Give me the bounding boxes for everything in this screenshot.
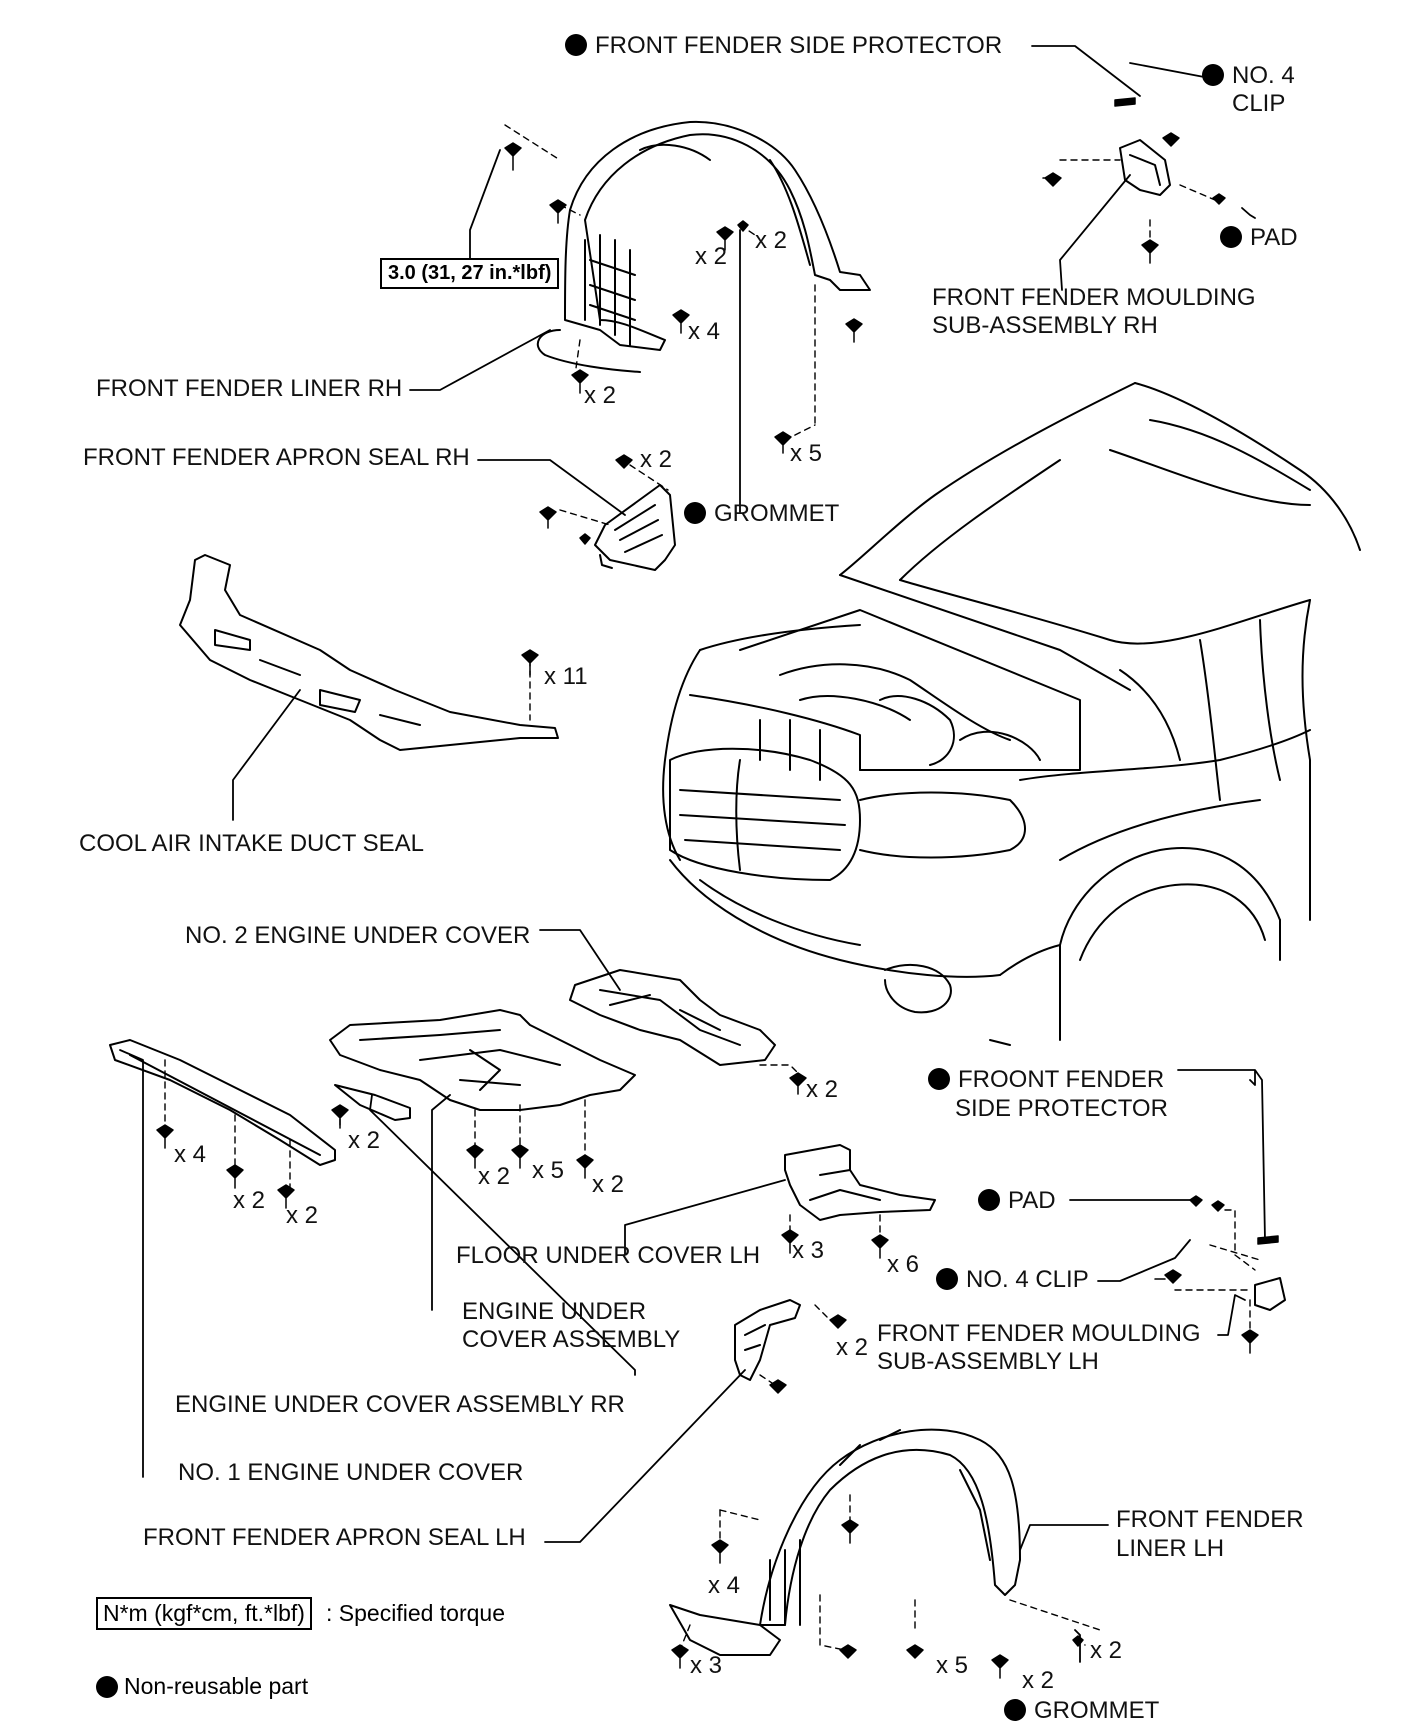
label-front-fender-liner-rh: FRONT FENDER LINER RH bbox=[96, 375, 403, 402]
no2-engine-under-cover bbox=[569, 969, 776, 1066]
label-front-fender-moulding-lh-2: SUB-ASSEMBLY LH bbox=[877, 1348, 1099, 1375]
no1-engine-under-cover bbox=[109, 1039, 336, 1166]
nonreusable-icon bbox=[936, 1268, 958, 1290]
label-text: PAD bbox=[1250, 224, 1298, 251]
label-text: PAD bbox=[1008, 1187, 1056, 1214]
label-floor-under-cover-lh: FLOOR UNDER COVER LH bbox=[456, 1242, 761, 1269]
cool-air-intake-duct-seal bbox=[179, 554, 559, 751]
dashed-lines bbox=[164, 124, 1261, 1651]
label-front-fender-liner-lh-1: FRONT FENDER bbox=[1116, 1506, 1304, 1533]
label-text: GROMMET bbox=[1034, 1697, 1160, 1724]
qty-callout: x 11 bbox=[544, 663, 588, 690]
label-front-fender-moulding-rh-1: FRONT FENDER MOULDING bbox=[932, 284, 1256, 311]
label-engine-under-cover-assembly-rr: ENGINE UNDER COVER ASSEMBLY RR bbox=[175, 1391, 625, 1418]
label-front-fender-apron-seal-lh: FRONT FENDER APRON SEAL LH bbox=[143, 1524, 526, 1551]
qty-callout: x 2 bbox=[348, 1127, 381, 1154]
qty-callout: x 2 bbox=[233, 1187, 266, 1214]
front-fender-apron-seal-rh bbox=[594, 484, 676, 571]
label-grommet-mid: GROMMET bbox=[684, 500, 839, 528]
front-fender-liner-rh bbox=[536, 120, 871, 373]
label-no4-clip-top-line2: CLIP bbox=[1232, 90, 1286, 117]
qty-callout: x 4 bbox=[688, 318, 721, 345]
qty-callout: x 6 bbox=[887, 1251, 920, 1278]
label-pad-top: PAD bbox=[1220, 224, 1298, 252]
label-no4-clip-low: NO. 4 CLIP bbox=[936, 1266, 1089, 1294]
nonreusable-icon bbox=[1004, 1699, 1026, 1721]
label-front-fender-liner-lh-2: LINER LH bbox=[1116, 1535, 1225, 1562]
qty-callout: x 2 bbox=[592, 1171, 625, 1198]
label-front-fender-apron-seal-rh: FRONT FENDER APRON SEAL RH bbox=[83, 444, 470, 471]
qty-callout: x 2 bbox=[286, 1202, 319, 1229]
qty-callout: x 3 bbox=[792, 1237, 825, 1264]
label-no4-clip-top: NO. 4 bbox=[1202, 62, 1295, 90]
label-text: FROONT FENDER bbox=[958, 1066, 1165, 1093]
vehicle-illustration bbox=[662, 382, 1361, 1046]
qty-callout: x 3 bbox=[690, 1652, 723, 1679]
legend-torque-unit: N*m (kgf*cm, ft.*lbf) bbox=[96, 1597, 312, 1630]
qty-callout: x 5 bbox=[936, 1652, 969, 1679]
label-text: NO. 4 CLIP bbox=[966, 1266, 1089, 1293]
torque-value-box: 3.0 (31, 27 in.*lbf) bbox=[380, 258, 560, 289]
leader-lines bbox=[119, 45, 1266, 1663]
nonreusable-icon bbox=[978, 1189, 1000, 1211]
label-froont-fender-side-protector: FROONT FENDER bbox=[928, 1066, 1164, 1094]
label-grommet-bottom: GROMMET bbox=[1004, 1697, 1159, 1725]
qty-callout: x 2 bbox=[478, 1163, 511, 1190]
front-fender-moulding-lh bbox=[1254, 1277, 1286, 1311]
floor-under-cover-lh bbox=[784, 1144, 936, 1221]
engine-under-cover-assembly bbox=[329, 1009, 636, 1111]
label-text: FRONT FENDER SIDE PROTECTOR bbox=[595, 32, 1003, 59]
fasteners bbox=[156, 97, 1279, 1679]
qty-callout: x 2 bbox=[836, 1334, 869, 1361]
engine-under-cover-assembly-rr bbox=[334, 1084, 411, 1121]
nonreusable-icon bbox=[928, 1068, 950, 1090]
label-front-fender-side-protector-top: FRONT FENDER SIDE PROTECTOR bbox=[565, 32, 1002, 60]
label-no1-engine-under-cover: NO. 1 ENGINE UNDER COVER bbox=[178, 1459, 524, 1486]
qty-callout: x 2 bbox=[640, 446, 673, 473]
qty-callout: x 2 bbox=[695, 243, 728, 270]
label-engine-under-cover-assembly-1: ENGINE UNDER bbox=[462, 1298, 647, 1325]
label-cool-air-intake-duct-seal: COOL AIR INTAKE DUCT SEAL bbox=[79, 830, 424, 857]
nonreusable-icon bbox=[684, 502, 706, 524]
legend-torque-description: : Specified torque bbox=[326, 1600, 506, 1626]
front-fender-moulding-rh bbox=[1119, 139, 1171, 196]
nonreusable-icon bbox=[1220, 226, 1242, 248]
qty-callout: x 2 bbox=[1022, 1667, 1055, 1694]
qty-callout: x 5 bbox=[532, 1157, 565, 1184]
front-fender-apron-seal-lh bbox=[734, 1299, 801, 1381]
nonreusable-icon bbox=[1202, 64, 1224, 86]
label-front-fender-moulding-lh-1: FRONT FENDER MOULDING bbox=[877, 1320, 1201, 1347]
qty-callout: x 2 bbox=[1090, 1637, 1123, 1664]
label-no2-engine-under-cover: NO. 2 ENGINE UNDER COVER bbox=[185, 922, 531, 949]
label-front-fender-moulding-rh-2: SUB-ASSEMBLY RH bbox=[932, 312, 1158, 339]
nonreusable-icon bbox=[565, 34, 587, 56]
label-froont-fender-side-protector-2: SIDE PROTECTOR bbox=[955, 1095, 1168, 1122]
label-pad-low: PAD bbox=[978, 1187, 1056, 1215]
qty-callout: x 2 bbox=[584, 382, 617, 409]
legend-nonreusable: Non-reusable part bbox=[124, 1673, 309, 1699]
nonreusable-legend-icon bbox=[96, 1676, 118, 1698]
front-fender-liner-lh bbox=[669, 1428, 1021, 1656]
qty-callout: x 5 bbox=[790, 440, 823, 467]
qty-callout: x 2 bbox=[806, 1076, 839, 1103]
label-text: GROMMET bbox=[714, 500, 840, 527]
qty-callout: x 2 bbox=[755, 227, 788, 254]
label-text: NO. 4 bbox=[1232, 62, 1295, 89]
label-engine-under-cover-assembly-2: COVER ASSEMBLY bbox=[462, 1326, 681, 1353]
qty-callout: x 4 bbox=[174, 1141, 207, 1168]
qty-callout: x 4 bbox=[708, 1572, 741, 1599]
